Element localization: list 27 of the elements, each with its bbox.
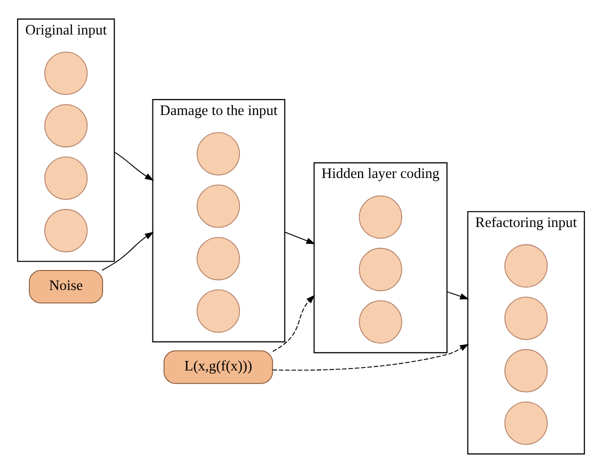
arrow [284,232,315,244]
cluster: Hidden layer coding [313,162,448,354]
node-circle [44,156,88,200]
node-circle [196,289,240,333]
node-circle [504,296,548,340]
node-circle [358,248,402,292]
node-circle [504,244,548,288]
node-circle [196,236,240,280]
node-circle [44,208,88,252]
arrow [113,152,154,181]
cluster: Damage to the input [152,99,285,342]
node-circle [44,104,88,148]
node-circle [504,349,548,392]
node-circle [196,184,240,228]
node-circle [44,52,88,96]
node-circle [504,401,548,445]
node-box: Noise [28,270,103,304]
cluster: Original input [16,18,114,262]
node-box: L(x,g(f(x))) [163,350,272,384]
node-circle [196,132,240,176]
arrow [446,291,469,300]
arrow [272,294,315,352]
arrow [101,232,154,271]
arrow [272,344,468,371]
node-circle [358,195,402,239]
cluster: Refactoring input [466,211,584,454]
node-circle [358,300,402,344]
